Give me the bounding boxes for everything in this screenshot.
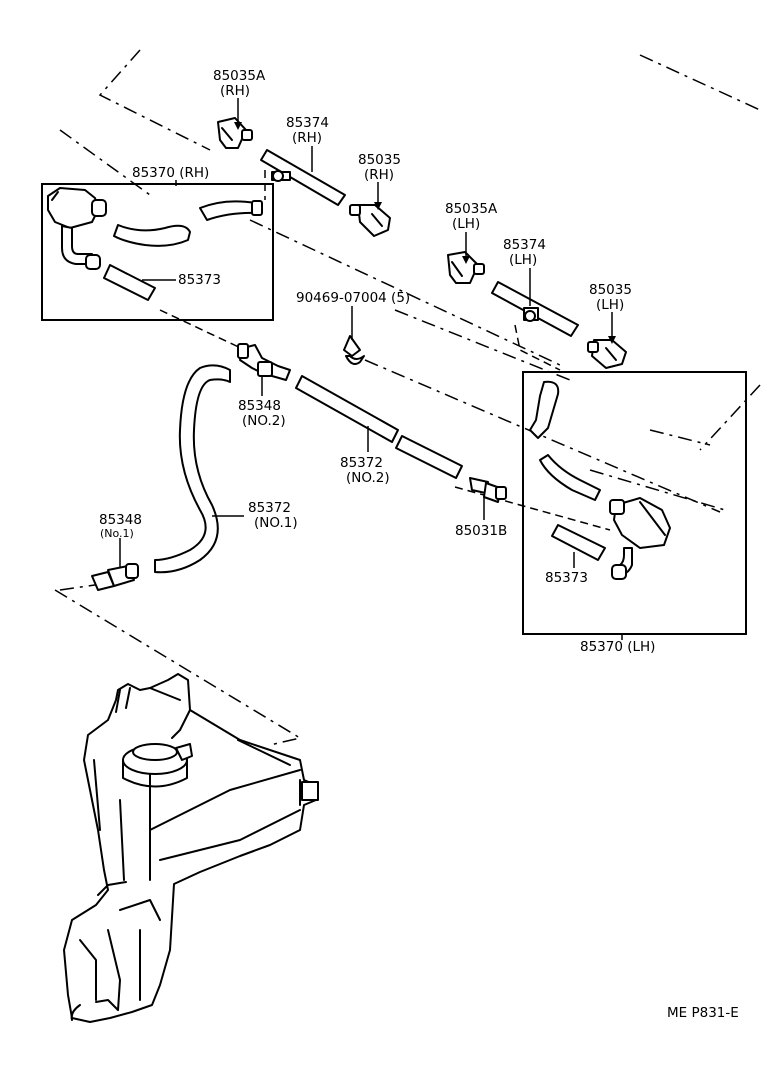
label-85374-lh: 85374: [503, 237, 546, 253]
hose-85374-rh: [260, 149, 346, 206]
joint-85348-no1: [91, 563, 139, 591]
part-labels: 85035A (RH) 85374 (RH) 85035 (RH) 85370 …: [99, 68, 739, 1021]
leader-lines: [119, 98, 623, 640]
label-85031b: 85031B: [455, 523, 507, 539]
label-85370-rh: 85370 (RH): [132, 165, 209, 181]
label-85372-no1: 85372: [248, 500, 291, 516]
label-85372-no2: 85372: [340, 455, 383, 471]
label-85035-lh-side: (LH): [596, 297, 624, 313]
label-85035a-lh: 85035A: [445, 201, 498, 217]
label-85035-lh: 85035: [589, 282, 632, 298]
joint-85348-no2: [237, 343, 291, 381]
label-85035a-rh-side: (RH): [220, 83, 250, 99]
nozzle-85035a-lh: [447, 251, 485, 284]
assy-rh-box: [41, 183, 274, 321]
hose-85373-lh: [551, 524, 606, 561]
clip-90469: [343, 335, 365, 365]
label-85372-no2-sub: (NO.2): [346, 470, 390, 486]
label-85374-rh: 85374: [286, 115, 329, 131]
hose-85372-no1: [154, 364, 231, 574]
label-85348-no2-sub: (NO.2): [242, 413, 286, 429]
hose-85373-rh: [103, 264, 156, 301]
label-85035a-rh: 85035A: [213, 68, 266, 84]
label-85370-lh: 85370 (LH): [580, 639, 655, 655]
label-85373-rh: 85373: [178, 272, 221, 288]
nozzle-rh-assy-body: [47, 187, 107, 270]
hose-lh-curved: [539, 454, 601, 501]
nozzle-85035-rh: [349, 204, 391, 237]
label-85348-no2: 85348: [238, 398, 281, 414]
washer-tank: [63, 673, 319, 1023]
figure-code: ME P831-E: [667, 1005, 739, 1021]
hose-85372-no2: [295, 375, 463, 479]
label-85373-lh: 85373: [545, 570, 588, 586]
label-85372-no1-sub: (NO.1): [254, 515, 298, 531]
hose-lh-upper: [529, 380, 560, 439]
label-85348-no1-sub: (No.1): [100, 527, 134, 540]
hose-85374-lh: [491, 281, 579, 337]
label-90469-clip: 90469-07004 (5): [296, 290, 410, 306]
hose-rh-curved: [113, 200, 263, 247]
check-valve-85031b: [469, 477, 507, 503]
label-85348-no1: 85348: [99, 512, 142, 528]
label-85035a-lh-side: (LH): [452, 216, 480, 232]
nozzle-lh-assy-body: [609, 497, 671, 580]
nozzle-85035-lh: [587, 339, 627, 369]
label-85374-rh-side: (RH): [292, 130, 322, 146]
tank-cap: [122, 743, 193, 788]
label-85035-rh: 85035: [358, 152, 401, 168]
assy-lh-box: [522, 371, 747, 635]
label-85035-rh-side: (RH): [364, 167, 394, 183]
label-85374-lh-side: (LH): [509, 252, 537, 268]
